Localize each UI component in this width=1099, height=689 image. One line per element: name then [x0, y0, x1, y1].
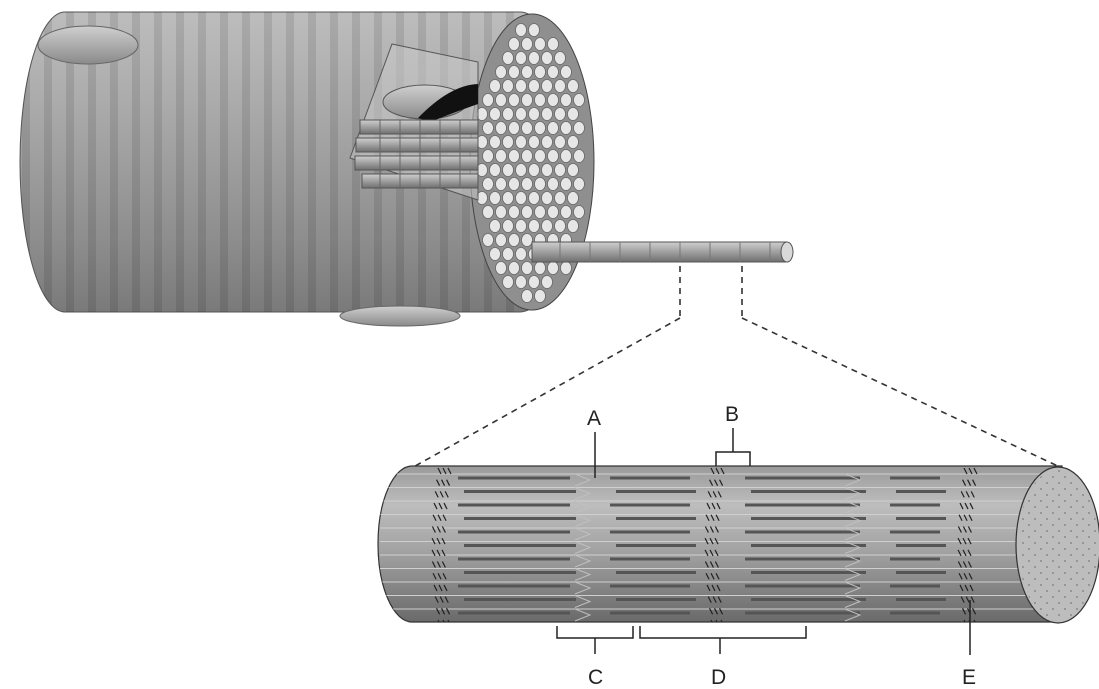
label-b: B: [725, 403, 739, 426]
label-e: E: [962, 666, 976, 689]
muscle-fiber: [19, 11, 794, 327]
label-c: C: [588, 666, 603, 689]
extracted-myofibril: [531, 241, 794, 263]
exposed-myofibrils: [354, 119, 479, 189]
label-a-group: A: [587, 407, 601, 478]
label-c-group: C: [556, 626, 634, 689]
label-b-group: B: [715, 403, 751, 466]
magnified-myofibril: [377, 465, 1099, 624]
label-e-group: E: [962, 600, 976, 689]
zoom-guides: [407, 266, 1063, 471]
nucleus: [37, 25, 139, 65]
myofilaments: [380, 473, 1062, 622]
label-a: A: [587, 407, 601, 430]
z-discs: [431, 467, 978, 622]
nucleus: [339, 305, 461, 327]
myofibril-cross-sections: [476, 23, 585, 303]
label-d: D: [711, 666, 726, 689]
label-d-group: D: [639, 626, 807, 689]
